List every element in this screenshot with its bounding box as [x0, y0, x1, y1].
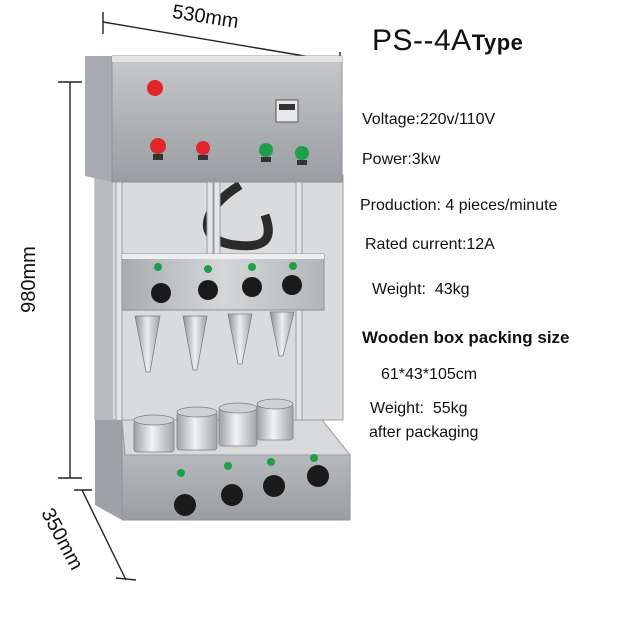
packed-weight: Weight: 55kg: [370, 400, 468, 417]
red-switch-1: [150, 138, 166, 154]
spec-power: Power:3kw: [362, 151, 441, 168]
spec-voltage: Voltage:220v/110V: [362, 111, 496, 128]
height-dimension-label: 980mm: [17, 246, 40, 313]
lower-cups: [133, 398, 294, 453]
green-switch-2: [295, 146, 309, 160]
packed-weight-note: after packaging: [369, 424, 479, 441]
packing-title: Wooden box packing size: [362, 328, 570, 347]
packing-size: 61*43*105cm: [381, 366, 478, 383]
model-title: PS--4AType: [372, 24, 523, 58]
base-cabinet: [95, 398, 352, 521]
upper-mold-bar: [121, 253, 325, 311]
model-name: PS--4A: [372, 24, 472, 57]
green-switch-1: [259, 143, 273, 157]
height-dimension-line: [58, 81, 82, 479]
cone-molds: [134, 311, 295, 373]
power-indicator-light: [147, 80, 163, 96]
depth-dimension-line: [74, 489, 137, 581]
model-type: Type: [471, 30, 524, 55]
spec-production: Production: 4 pieces/minute: [360, 197, 558, 214]
red-switch-2: [196, 141, 210, 155]
control-box: [85, 55, 343, 183]
spec-weight: Weight: 43kg: [372, 281, 470, 298]
temperature-display: [275, 99, 299, 123]
spec-current: Rated current:12A: [365, 236, 495, 253]
